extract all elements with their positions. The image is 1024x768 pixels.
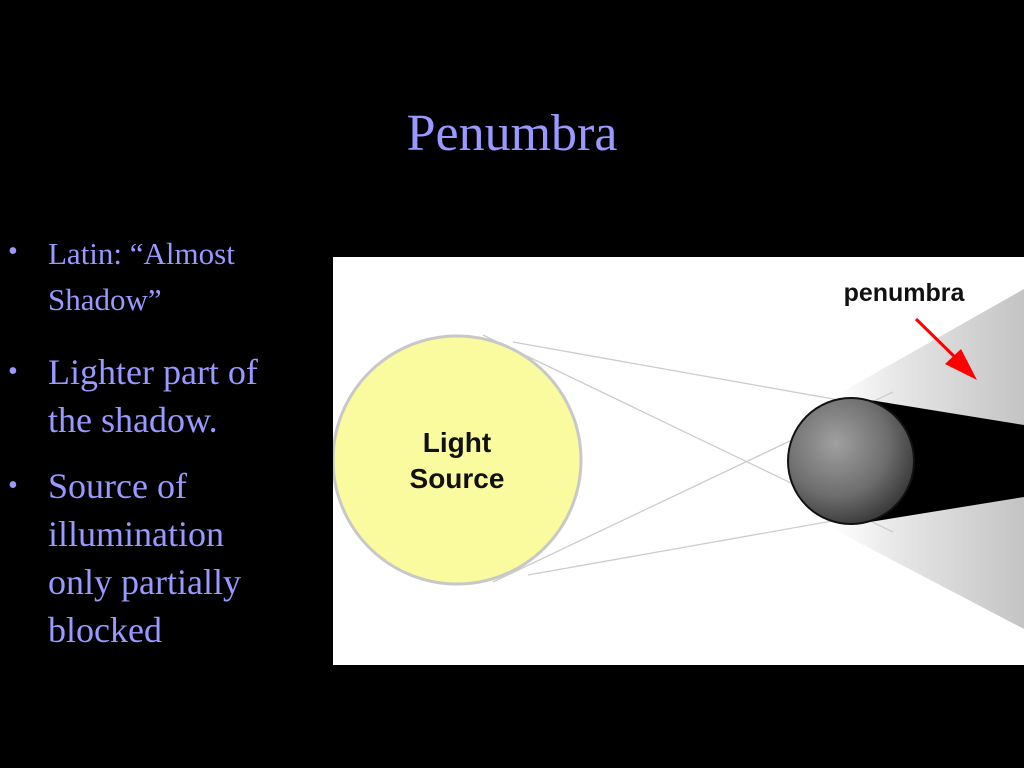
penumbra-diagram-svg: Light Source penumbra bbox=[333, 279, 1024, 629]
bullet-line: Lighter part of bbox=[48, 352, 258, 392]
bullet-line: blocked bbox=[48, 610, 162, 650]
bullet-marker: • bbox=[8, 356, 18, 387]
bullet-latin-meaning: • Latin: “Almost Shadow” bbox=[8, 230, 318, 322]
bullet-line: illumination bbox=[48, 514, 224, 554]
light-source-circle bbox=[333, 334, 583, 586]
bullet-line: only partially bbox=[48, 562, 241, 602]
blocking-object bbox=[787, 397, 915, 525]
light-source-label-line2: Source bbox=[410, 463, 505, 494]
red-arrow-icon bbox=[914, 317, 977, 380]
bullet-line: Shadow” bbox=[48, 282, 162, 317]
slide-title: Penumbra bbox=[406, 105, 618, 162]
bullet-line: Source of bbox=[48, 466, 187, 506]
light-source-label-line1: Light bbox=[423, 427, 491, 458]
penumbra-diagram: Light Source penumbra bbox=[333, 257, 1024, 665]
bullet-line: Latin: “Almost bbox=[48, 236, 235, 271]
bullet-lighter-part: • Lighter part of the shadow. bbox=[8, 348, 318, 444]
bullet-marker: • bbox=[8, 470, 18, 501]
bullet-list: • Latin: “Almost Shadow” • Lighter part … bbox=[8, 230, 318, 672]
bullet-source-blocked: • Source of illumination only partially … bbox=[8, 462, 318, 654]
bullet-marker: • bbox=[8, 236, 18, 267]
bullet-line: the shadow. bbox=[48, 400, 218, 440]
penumbra-label: penumbra bbox=[844, 279, 966, 307]
